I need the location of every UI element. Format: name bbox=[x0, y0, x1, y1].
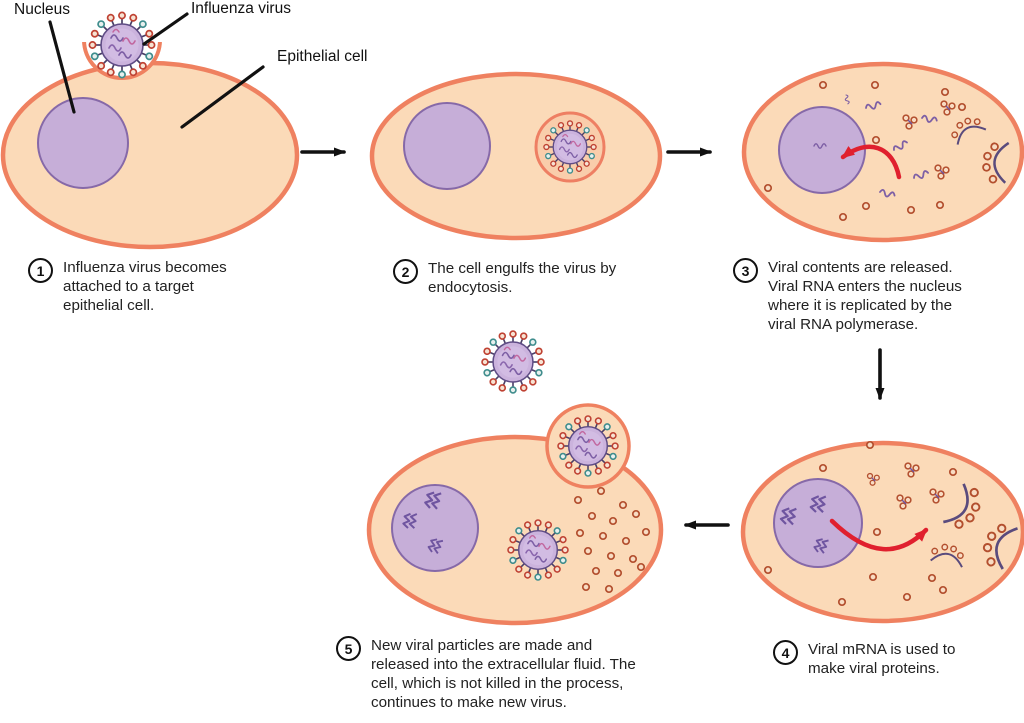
nucleus-label: Nucleus bbox=[14, 1, 70, 18]
step-2-text: The cell engulfs the virus by endocytosi… bbox=[428, 260, 617, 296]
step-4-number-badge: 4 bbox=[773, 640, 798, 665]
cell-stage-2 bbox=[369, 71, 663, 241]
virion-budding bbox=[558, 416, 618, 476]
label-pointer-lines bbox=[48, 12, 265, 129]
cell-stage-1 bbox=[0, 0, 300, 250]
step-1-caption: 1 Influenza virus becomes attached to a … bbox=[28, 258, 241, 315]
step-2-caption: 2 The cell engulfs the virus by endocyto… bbox=[393, 259, 626, 297]
step-3-number-badge: 3 bbox=[733, 258, 758, 283]
flow-arrows bbox=[300, 147, 885, 530]
nucleus-pointer-line bbox=[48, 20, 76, 114]
mrna-export-arrow bbox=[829, 518, 929, 552]
influenza-virus-pointer-line bbox=[142, 12, 189, 46]
step-1-text: Influenza virus becomes attached to a ta… bbox=[63, 259, 227, 314]
new-virion-assembled bbox=[508, 520, 568, 580]
cell-stage-4 bbox=[740, 440, 1024, 624]
nucleus-shape bbox=[403, 102, 491, 190]
influenza-virion-engulfed bbox=[544, 121, 596, 173]
epithelial-cell-pointer-line bbox=[180, 65, 265, 129]
influenza-virus-label: Influenza virus bbox=[191, 0, 291, 17]
step-2-number-badge: 2 bbox=[393, 259, 418, 284]
step-5-caption: 5 New viral particles are made and relea… bbox=[336, 636, 647, 712]
step-4-caption: 4 Viral mRNA is used to make viral prote… bbox=[773, 640, 976, 678]
cell-stage-3 bbox=[741, 61, 1024, 243]
step-3-text: Viral contents are released. Viral RNA e… bbox=[768, 259, 962, 333]
step-5-text: New viral particles are made and release… bbox=[371, 637, 636, 711]
step-5-number-badge: 5 bbox=[336, 636, 361, 661]
virion-released-free bbox=[482, 331, 544, 393]
cell-stage-5 bbox=[366, 403, 664, 626]
step-1-number-badge: 1 bbox=[28, 258, 53, 283]
nucleus-shape bbox=[773, 478, 863, 568]
nucleus-shape bbox=[778, 106, 866, 194]
step-4-text: Viral mRNA is used to make viral protein… bbox=[808, 641, 956, 677]
step-3-caption: 3 Viral contents are released. Viral RNA… bbox=[733, 258, 982, 334]
epithelial-cell-label: Epithelial cell bbox=[277, 48, 368, 65]
nucleus-shape bbox=[37, 97, 129, 189]
nucleus-shape bbox=[391, 484, 479, 572]
rna-to-nucleus-arrow bbox=[840, 144, 902, 180]
